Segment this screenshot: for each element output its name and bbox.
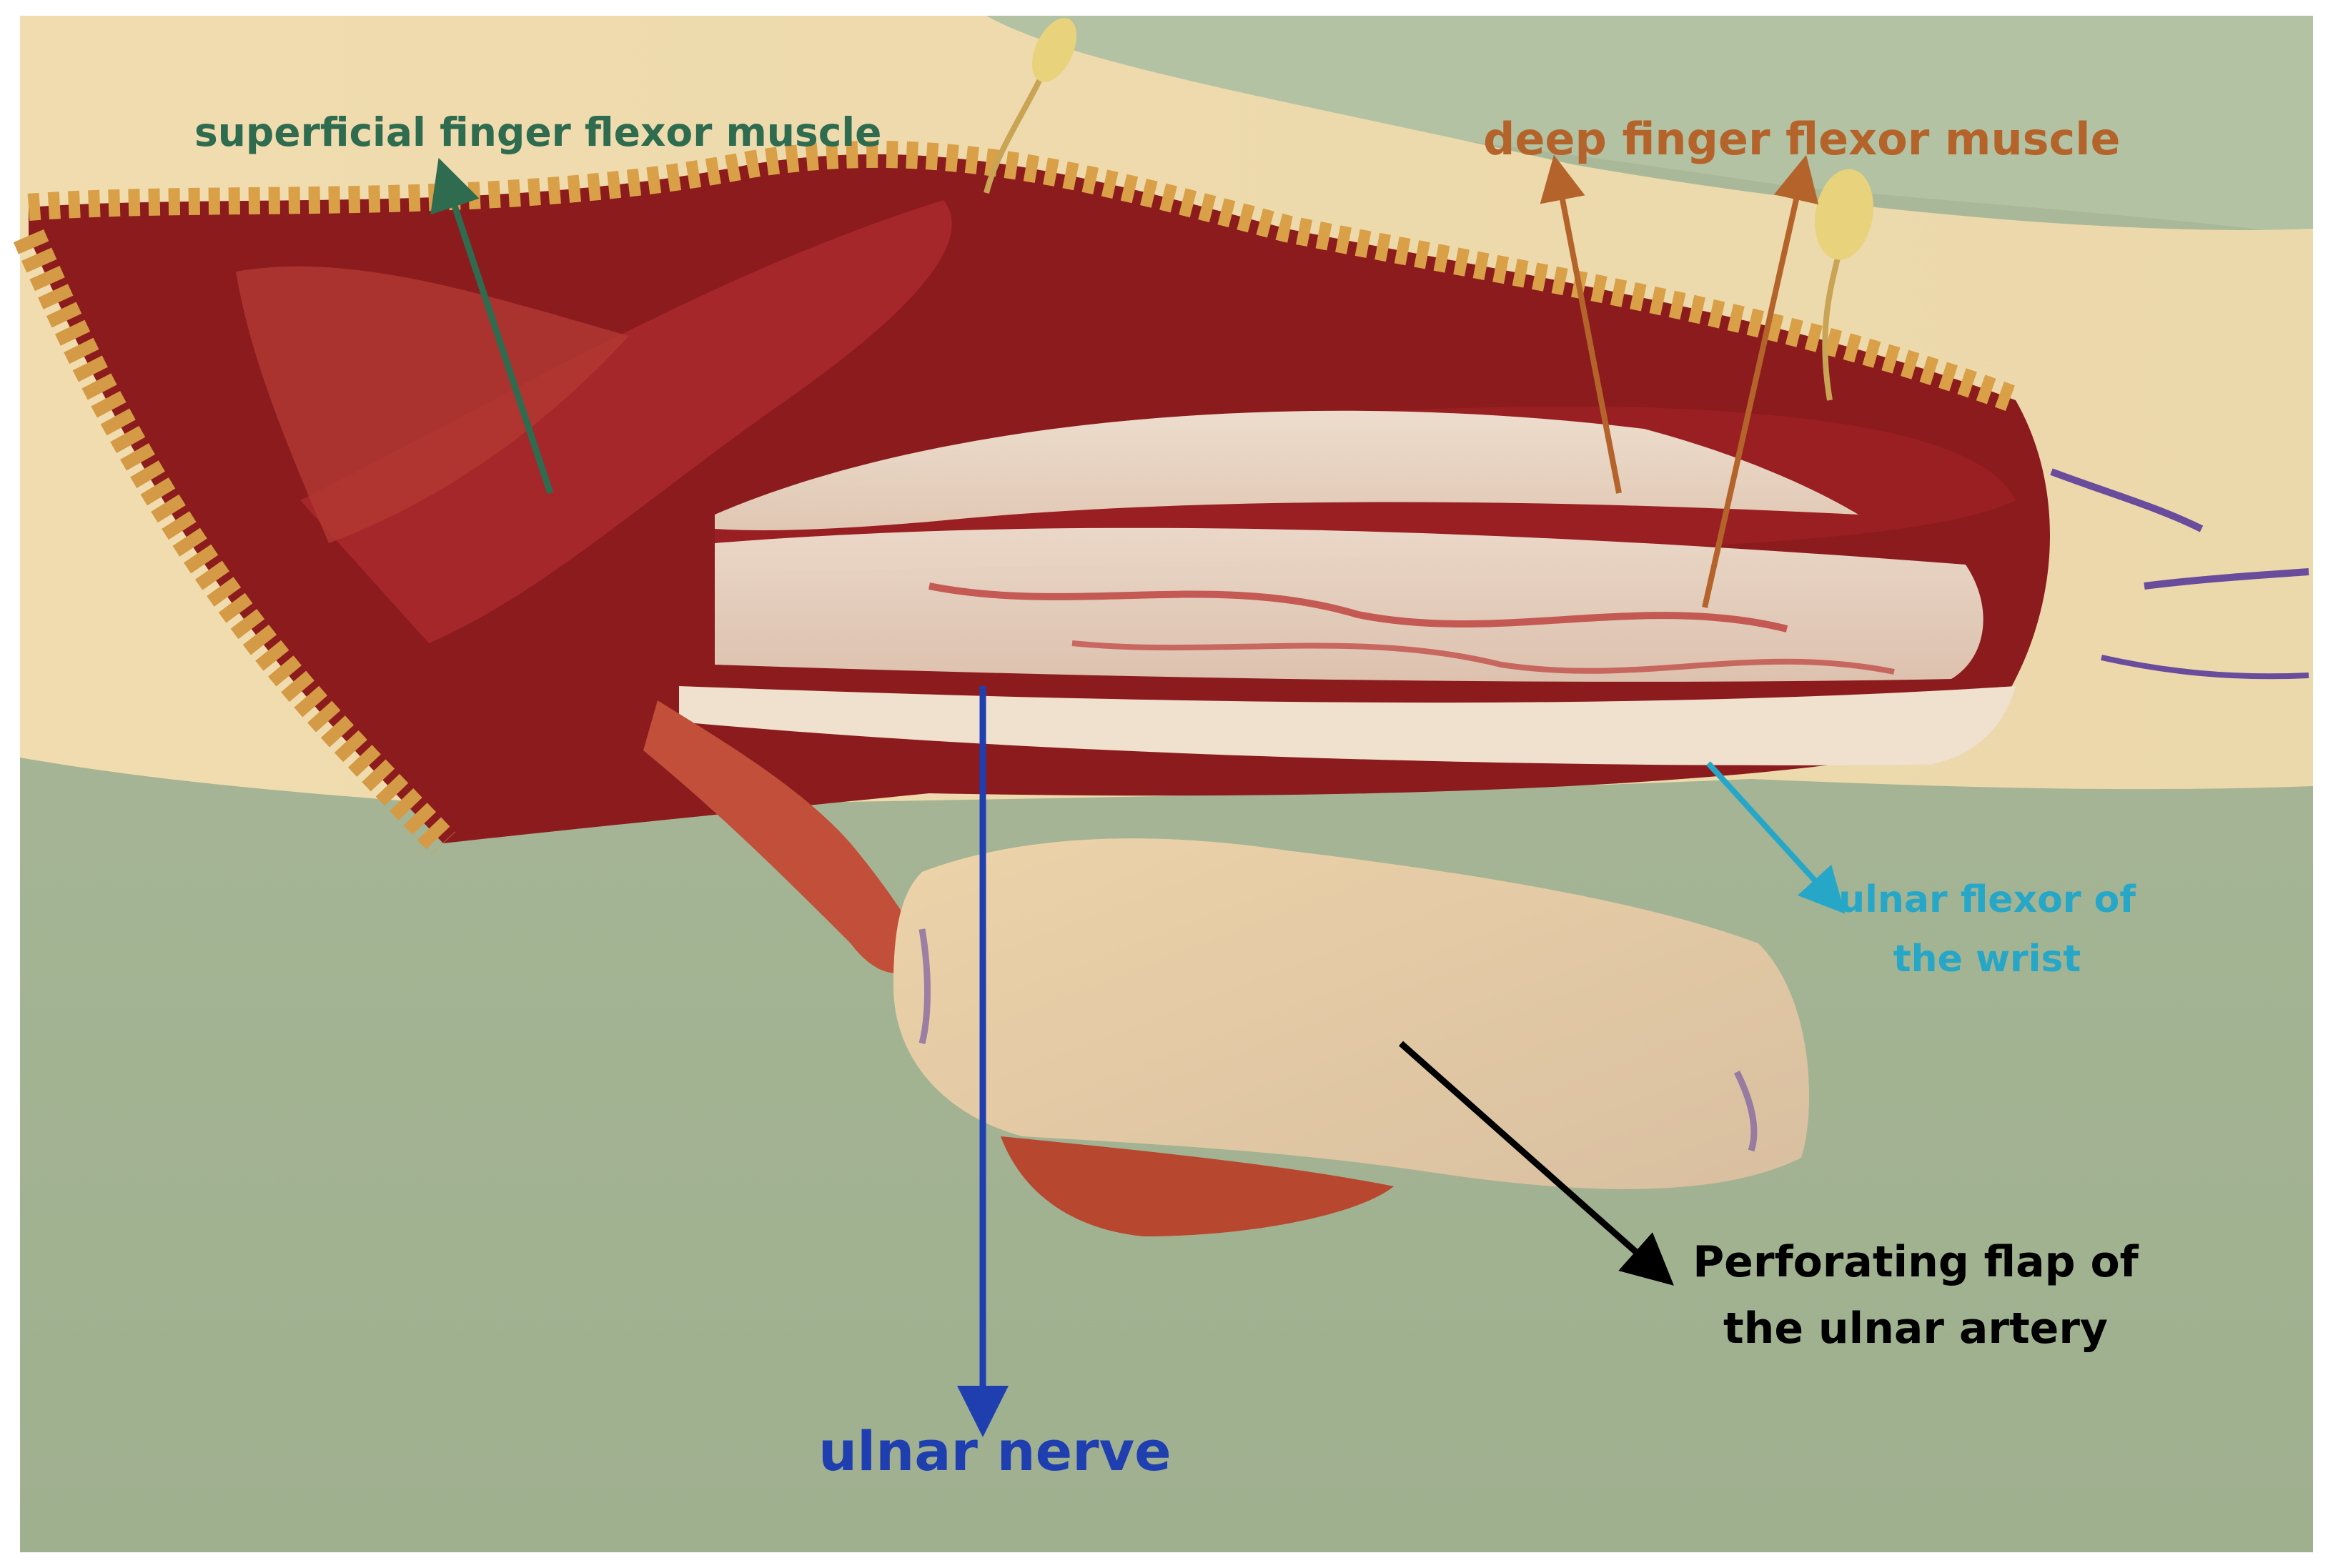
superficial-flexor-label: superficial finger flexor muscle	[194, 109, 882, 155]
superficial-flexor-arrow	[430, 157, 554, 495]
skin-marking	[2101, 655, 2309, 680]
flap-underside	[1001, 1136, 1394, 1236]
ulnar-nerve-label: ulnar nerve	[818, 1419, 1172, 1483]
perforating-flap-label-line1: Perforating flap of	[1693, 1237, 2139, 1287]
deep-flexor-tendon-lower	[715, 527, 1983, 682]
deep-flexor-tendon-upper	[715, 410, 1858, 530]
deep-flexor-arrow	[1702, 154, 1819, 608]
perforating-flap-label: Perforating flap of the ulnar artery	[1665, 1229, 2166, 1362]
deep-flexor-arrow	[1540, 154, 1622, 494]
skin-marking	[2050, 468, 2204, 532]
wound-fat-edge-lower	[13, 229, 455, 855]
flap-marking	[1733, 1070, 1758, 1152]
upper-drape	[965, 16, 2313, 236]
wound-fat-edge	[27, 140, 2021, 413]
ulnar-flexor-label-line2: the wrist	[1893, 938, 2081, 981]
flap-arrow	[1399, 1041, 1674, 1286]
flap-marking	[918, 928, 931, 1045]
superficial-flexor-muscle	[300, 200, 952, 643]
deep-flexor-label: deep finger flexor muscle	[1483, 113, 2121, 165]
blood-streak	[928, 582, 1788, 632]
vascular-pedicle	[643, 700, 929, 973]
skin-marking	[2144, 568, 2309, 590]
retractor-hook-grip	[1815, 169, 1873, 260]
perforating-flap-label-line2: the ulnar artery	[1723, 1304, 2109, 1354]
ulnar-flexor-arrow	[1706, 761, 1846, 914]
retractor-hook-grip	[1031, 18, 1077, 82]
blood-streak	[1071, 640, 1895, 675]
ulnar-flexor-label-line1: ulnar flexor of	[1838, 878, 2136, 921]
superficial-flexor-muscle-shade	[236, 266, 629, 543]
ulnar-flexor-label: ulnar flexor of the wrist	[1823, 870, 2151, 989]
ulnar-flexor-tendon	[679, 686, 2016, 765]
perforating-flap	[893, 838, 1810, 1189]
